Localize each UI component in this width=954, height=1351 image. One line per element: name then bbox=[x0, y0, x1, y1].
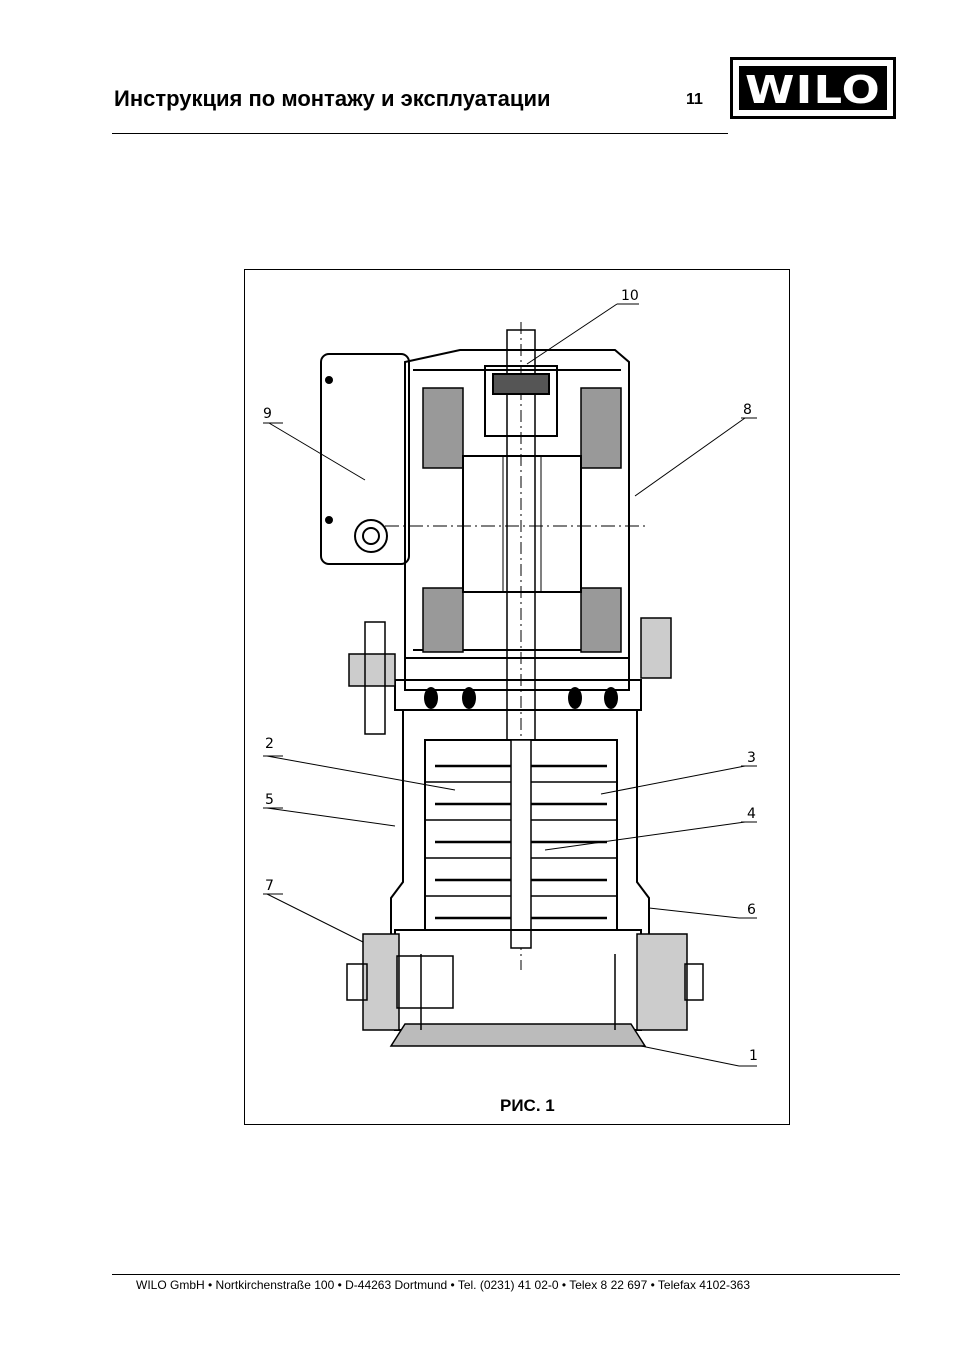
part-label-5: 5 bbox=[265, 792, 274, 808]
part-label-6: 6 bbox=[747, 902, 756, 918]
pump-cross-section-drawing: 10 9 8 2 3 5 4 7 6 1 bbox=[263, 288, 758, 1067]
motor-stool bbox=[404, 658, 630, 691]
part-label-2: 2 bbox=[265, 736, 274, 752]
terminal-box bbox=[320, 353, 410, 565]
part-label-1: 1 bbox=[749, 1048, 758, 1064]
part-label-3: 3 bbox=[747, 750, 756, 766]
part-label-8: 8 bbox=[743, 402, 752, 418]
header-rule bbox=[112, 133, 728, 134]
wilo-logo: WILO bbox=[730, 57, 896, 119]
footer-rule bbox=[112, 1274, 900, 1275]
cable-gland bbox=[354, 519, 388, 553]
part-label-9: 9 bbox=[263, 406, 272, 422]
hydraulic-stages bbox=[424, 739, 618, 949]
footer-address: WILO GmbH • Nortkirchenstraße 100 • D-44… bbox=[136, 1278, 750, 1292]
outer-sleeve bbox=[390, 710, 650, 950]
logo-text: WILO bbox=[745, 68, 881, 112]
part-label-7: 7 bbox=[265, 878, 274, 894]
stator-windings bbox=[422, 387, 622, 653]
document-title: Инструкция по монтажу и эксплуатации bbox=[114, 86, 551, 111]
figure-caption: РИС. 1 bbox=[500, 1096, 555, 1115]
part-label-4: 4 bbox=[747, 806, 756, 822]
suction-flange bbox=[362, 933, 400, 1031]
page-number: 11 bbox=[686, 91, 703, 108]
discharge-flange bbox=[636, 933, 688, 1031]
part-label-10: 10 bbox=[621, 288, 639, 304]
figure-frame: 10 9 8 2 3 5 4 7 6 1 bbox=[244, 269, 790, 1125]
